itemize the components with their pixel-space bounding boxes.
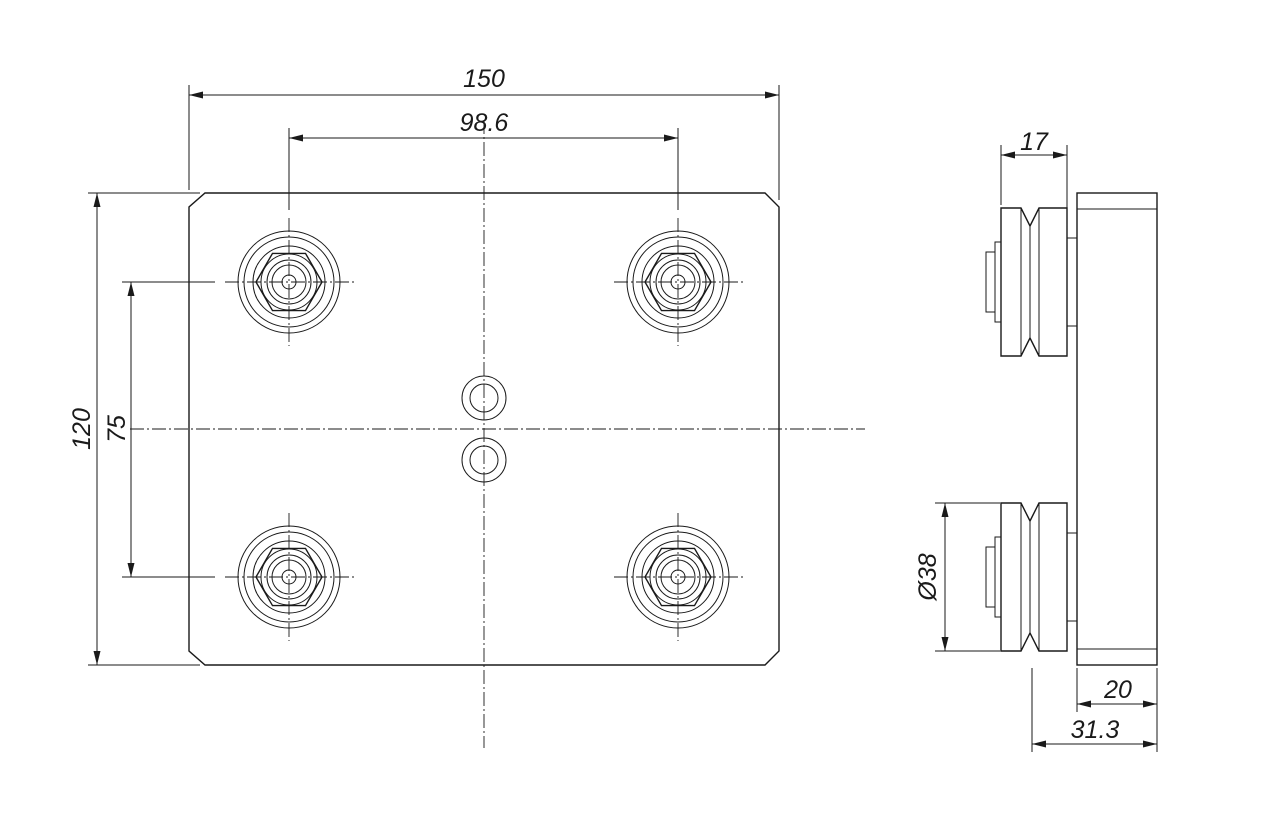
side-plate — [1076, 192, 1158, 666]
dimension-wheel-diameter-label: Ø38 — [914, 553, 942, 601]
dimension-overall-depth-label: 31.3 — [1071, 716, 1120, 744]
centre-hole-bottom — [461, 437, 507, 483]
wheel-front-bottom-right — [614, 513, 743, 641]
wheel-front-top-right — [614, 218, 743, 346]
dimension-overall-width: 150 — [188, 65, 780, 200]
dimension-overall-height-label: 120 — [68, 408, 96, 450]
dimension-wheel-spacing-y-label: 75 — [103, 415, 131, 443]
dimension-wheel-spacing-y: 75 — [103, 281, 215, 578]
dimension-wheel-spacing-x-label: 98.6 — [460, 109, 509, 137]
dimension-overall-height: 120 — [68, 192, 200, 666]
dimension-overall-depth: 31.3 — [1031, 668, 1157, 752]
wheel-front-bottom-left — [225, 513, 354, 641]
front-plate-outline — [188, 192, 780, 666]
dimension-wheel-spacing-x: 98.6 — [288, 109, 679, 210]
centre-hole-top — [461, 375, 507, 421]
dimension-wheel-width: 17 — [1000, 128, 1068, 236]
wheel-side-top — [985, 207, 1078, 357]
dimension-plate-thickness-label: 20 — [1103, 676, 1132, 704]
wheel-front-top-left — [225, 218, 354, 346]
dimension-wheel-width-label: 17 — [1020, 128, 1049, 156]
dimension-plate-thickness: 20 — [1076, 668, 1158, 752]
dimension-wheel-diameter: Ø38 — [914, 502, 1000, 652]
dimension-overall-width-label: 150 — [463, 65, 505, 93]
wheel-side-bottom — [985, 502, 1078, 652]
